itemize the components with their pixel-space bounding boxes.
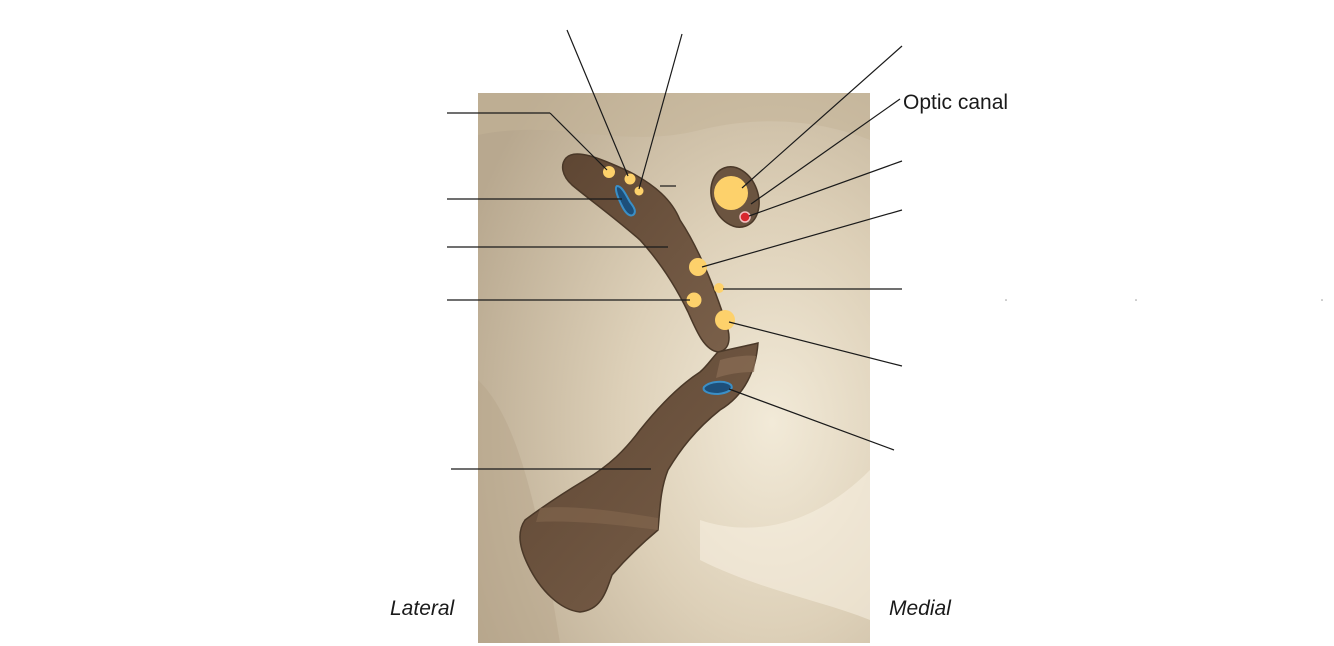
stray-mark-1: [1005, 299, 1007, 301]
leader-right-5: [728, 321, 903, 367]
nerve-frontal: [624, 173, 636, 185]
optic-nerve: [714, 176, 748, 210]
nerve-oculomotor-superior: [689, 258, 707, 276]
leader-top-2: [638, 33, 683, 190]
lateral-label: Lateral: [390, 597, 455, 620]
leader-right-2: [748, 160, 903, 217]
nerve-trochlear: [634, 186, 644, 196]
leader-lines: [447, 29, 903, 470]
optic-canal-label: Optic canal: [903, 91, 1009, 114]
stray-mark-3: [1321, 299, 1323, 301]
leader-right-3: [701, 209, 903, 268]
leader-left-1b: [549, 112, 608, 171]
nerve-nasociliary: [714, 283, 724, 293]
bone-highlight-medial: [700, 470, 870, 620]
bone-shading-upper: [478, 93, 870, 140]
nerve-abducent: [686, 292, 702, 308]
inferior-orbital-fissure: [519, 342, 759, 613]
leader-right-optic: [750, 98, 901, 205]
leader-right-1: [741, 45, 903, 189]
leader-right-6: [728, 388, 895, 451]
inferior-fissure-band: [716, 355, 756, 378]
nerve-oculomotor-inferior: [715, 310, 735, 330]
stray-mark-2: [1135, 299, 1137, 301]
ophthalmic-artery: [739, 211, 751, 223]
inferior-ophthalmic-vein: [702, 380, 733, 396]
inferior-fissure-step: [536, 507, 658, 530]
leader-top-1: [566, 29, 629, 177]
medial-label: Medial: [889, 597, 951, 620]
